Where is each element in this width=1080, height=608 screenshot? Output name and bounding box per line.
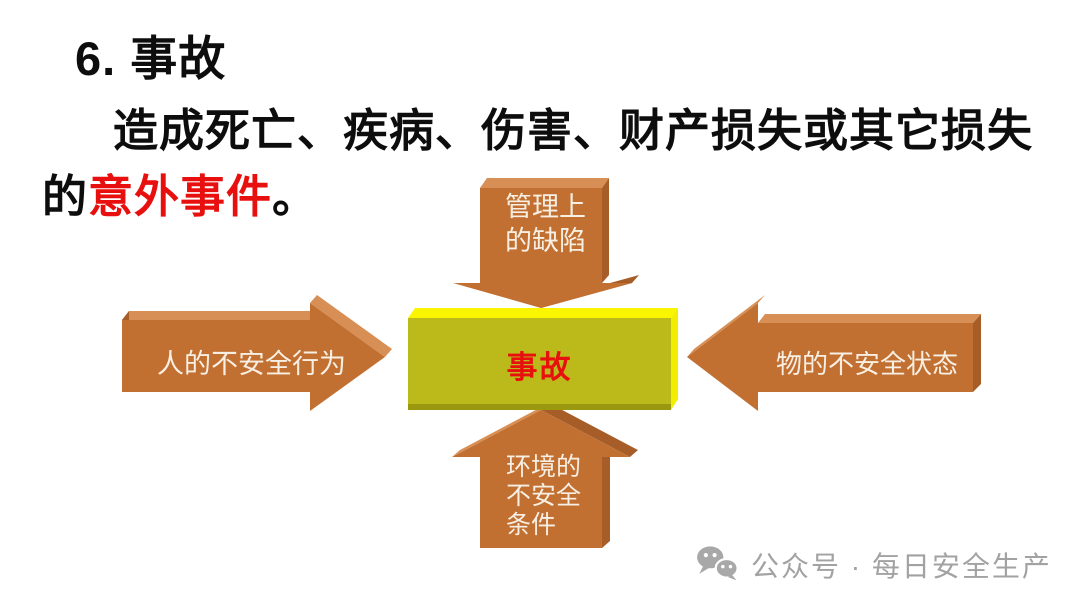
wechat-icon bbox=[697, 546, 739, 581]
bottom-arrow-label-line2: 不安全 bbox=[506, 482, 582, 510]
definition-line-2: 的意外事件。 bbox=[42, 160, 318, 225]
definition-prefix: 的 bbox=[42, 171, 89, 222]
slide-title: 6. 事故 bbox=[75, 32, 227, 85]
definition-highlight: 意外事件 bbox=[88, 171, 273, 222]
top-arrow-label: 管理上 的缺陷 bbox=[505, 190, 586, 258]
center-box-shape bbox=[408, 308, 678, 410]
top-arrow-shape bbox=[453, 178, 639, 308]
bottom-arrow-shape bbox=[452, 403, 638, 548]
left-arrow-shape bbox=[122, 295, 392, 411]
right-arrow-label: 物的不安全状态 bbox=[776, 349, 959, 379]
center-box-label: 事故 bbox=[506, 349, 573, 385]
bottom-arrow-label: 环境的 不安全 条件 bbox=[506, 453, 581, 540]
definition-period: 。 bbox=[272, 171, 319, 222]
definition-line-1: 造成死亡、疾病、伤害、财产损失或其它损失 bbox=[113, 105, 1034, 156]
top-arrow-label-line1: 管理上 bbox=[505, 192, 586, 222]
top-arrow-label-line2: 的缺陷 bbox=[505, 226, 586, 256]
left-arrow-label: 人的不安全行为 bbox=[157, 349, 346, 379]
watermark: 公众号 · 每日安全生产 bbox=[696, 545, 1052, 585]
bottom-arrow-label-line1: 环境的 bbox=[506, 453, 582, 481]
right-arrow-shape bbox=[687, 295, 981, 411]
bottom-arrow-label-line3: 条件 bbox=[506, 511, 557, 539]
watermark-text: 公众号 · 每日安全生产 bbox=[751, 551, 1052, 582]
